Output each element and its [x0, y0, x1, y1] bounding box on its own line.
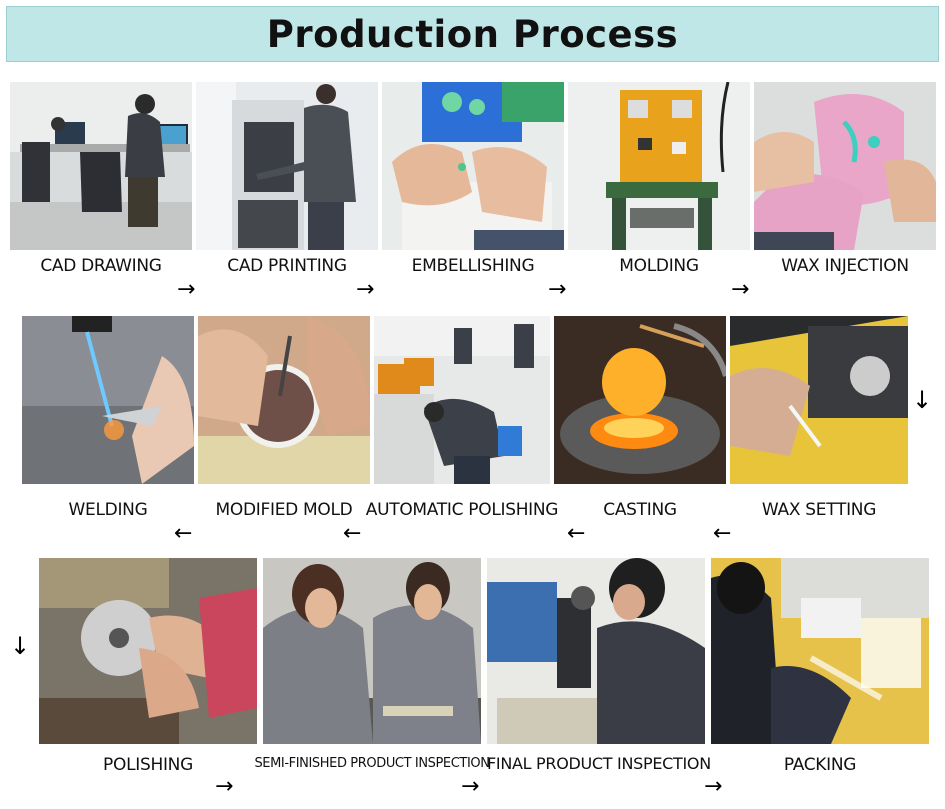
automatic-polishing-photo [374, 316, 550, 484]
semi-finished-inspection-photo [263, 558, 481, 744]
arrow-left-icon: ← [174, 521, 193, 546]
arrow-left-icon: ← [567, 521, 586, 546]
step-label-cad-printing: CAD PRINTING [227, 256, 347, 276]
step-label-final-product-inspection: FINAL PRODUCT INSPECTION [487, 754, 711, 773]
arrow-left-icon: ← [713, 521, 732, 546]
step-label-wax-injection: WAX INJECTION [781, 256, 909, 276]
wax-setting-photo [730, 316, 908, 484]
step-label-casting: CASTING [603, 500, 677, 520]
polishing-photo [39, 558, 257, 744]
welding-photo [22, 316, 194, 484]
wax-injection-photo [754, 82, 936, 250]
step-label-semi-finished-product-inspection: SEMI-FINISHED PRODUCT INSPECTION [254, 756, 490, 771]
cad-drawing-photo [10, 82, 192, 250]
step-label-cad-drawing: CAD DRAWING [40, 256, 162, 276]
embellishing-photo [382, 82, 564, 250]
step-label-automatic-polishing: AUTOMATIC POLISHING [365, 500, 559, 520]
arrow-left-icon: ← [343, 521, 362, 546]
arrow-right-icon: → [215, 774, 234, 799]
step-label-wax-setting: WAX SETTING [761, 500, 877, 520]
arrow-down-icon: ↓ [912, 386, 933, 414]
arrow-right-icon: → [731, 277, 750, 302]
cad-printing-photo [196, 82, 378, 250]
casting-photo [554, 316, 726, 484]
step-label-embellishing: EMBELLISHING [411, 256, 535, 276]
final-inspection-photo [487, 558, 705, 744]
arrow-right-icon: → [461, 774, 480, 799]
arrow-down-icon: ↓ [10, 632, 31, 660]
step-label-polishing: POLISHING [103, 755, 193, 775]
step-label-welding: WELDING [68, 500, 148, 520]
page-title: Production Process [266, 12, 679, 56]
arrow-right-icon: → [704, 774, 723, 799]
step-label-packing: PACKING [783, 755, 857, 775]
title-banner: Production Process [6, 6, 939, 62]
arrow-right-icon: → [177, 277, 196, 302]
packing-photo [711, 558, 929, 744]
modified-mold-photo [198, 316, 370, 484]
arrow-right-icon: → [548, 277, 567, 302]
arrow-right-icon: → [356, 277, 375, 302]
molding-photo [568, 82, 750, 250]
step-label-molding: MOLDING [619, 256, 699, 276]
step-label-modified-mold: MODIFIED MOLD [215, 500, 353, 520]
